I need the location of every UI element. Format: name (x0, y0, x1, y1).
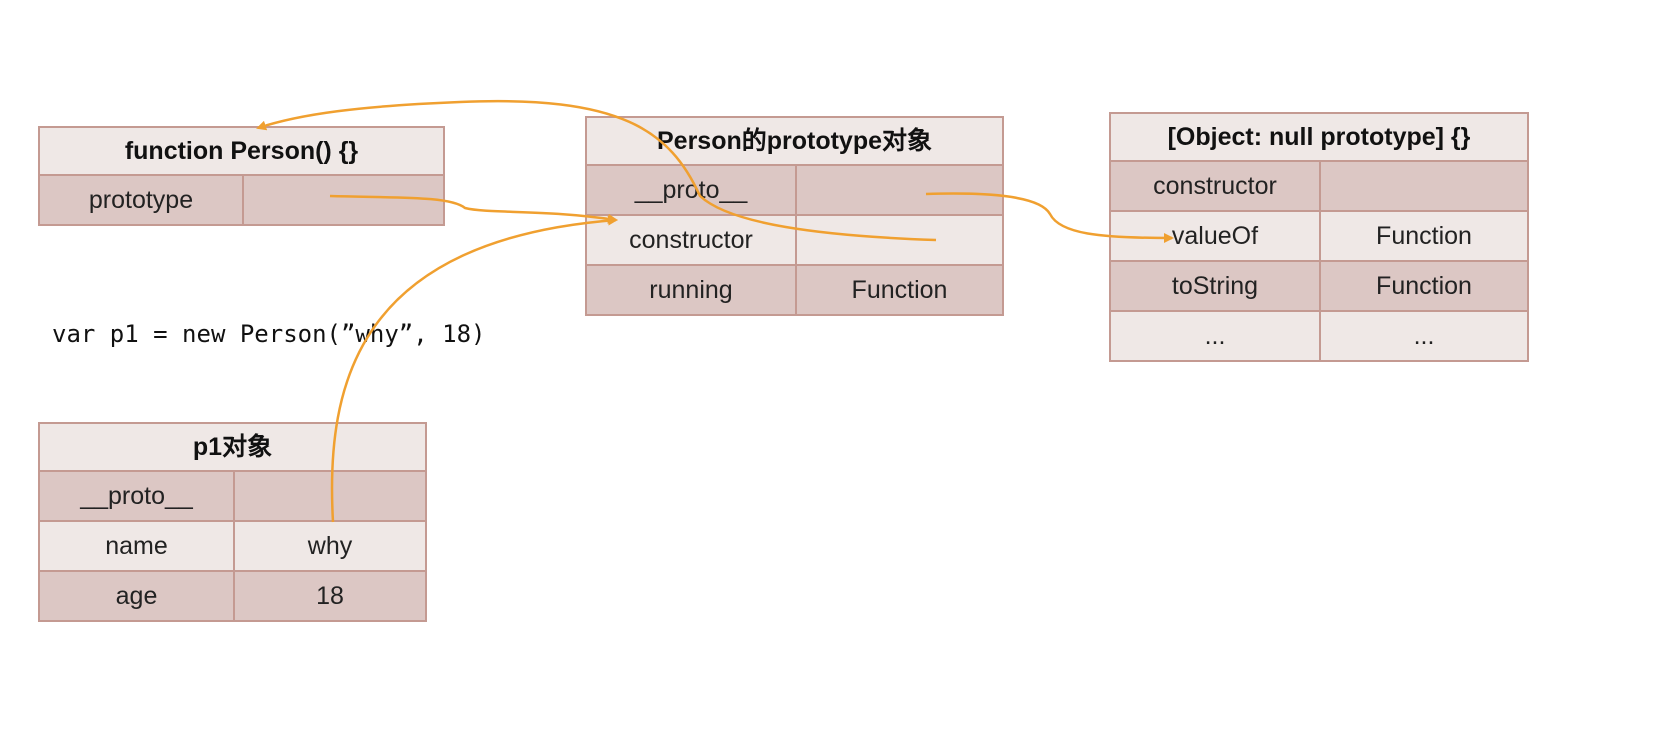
table-row: toString Function (1111, 262, 1527, 312)
object-constructor-value (1319, 162, 1527, 210)
prototype-key: prototype (88, 185, 194, 214)
table-row: valueOf Function (1111, 212, 1527, 262)
tostring-key: toString (1171, 271, 1259, 300)
p1-age-key: age (115, 581, 158, 610)
tostring-value: Function (1319, 262, 1527, 310)
object-prototype-header: [Object: null prototype] {} (1111, 114, 1527, 162)
proto-value (795, 166, 1002, 214)
running-value: Function (795, 266, 1002, 314)
table-row: name why (40, 522, 425, 572)
object-prototype-table: [Object: null prototype] {} constructor … (1109, 112, 1529, 362)
table-row: constructor (1111, 162, 1527, 212)
p1-name-key: name (105, 531, 168, 560)
code-line: var p1 = new Person(”why”, 18) (52, 320, 486, 348)
table-row: prototype (40, 176, 443, 224)
constructor-value (795, 216, 1002, 264)
table-row: ... ... (1111, 312, 1527, 360)
table-row: __proto__ (587, 166, 1002, 216)
p1-proto-key: __proto__ (80, 481, 193, 510)
table-row: __proto__ (40, 472, 425, 522)
p1-object-table: p1对象 __proto__ name why age 18 (38, 422, 427, 622)
p1-name-value: why (233, 522, 425, 570)
object-constructor-key: constructor (1153, 171, 1277, 200)
person-function-table: function Person() {} prototype (38, 126, 445, 226)
prototype-value (242, 176, 443, 224)
proto-key: __proto__ (634, 175, 748, 204)
ellipsis-key: ... (1204, 321, 1226, 350)
constructor-key: constructor (629, 225, 753, 254)
p1-object-header: p1对象 (40, 424, 425, 472)
table-row: running Function (587, 266, 1002, 314)
p1-proto-value (233, 472, 425, 520)
ellipsis-value: ... (1319, 312, 1527, 360)
valueof-key: valueOf (1171, 221, 1259, 250)
person-prototype-table: Person的prototype对象 __proto__ constructor… (585, 116, 1004, 316)
table-row: constructor (587, 216, 1002, 266)
person-prototype-header: Person的prototype对象 (587, 118, 1002, 166)
person-function-header: function Person() {} (40, 128, 443, 176)
valueof-value: Function (1319, 212, 1527, 260)
running-key: running (649, 275, 733, 304)
p1-age-value: 18 (233, 572, 425, 620)
table-row: age 18 (40, 572, 425, 620)
